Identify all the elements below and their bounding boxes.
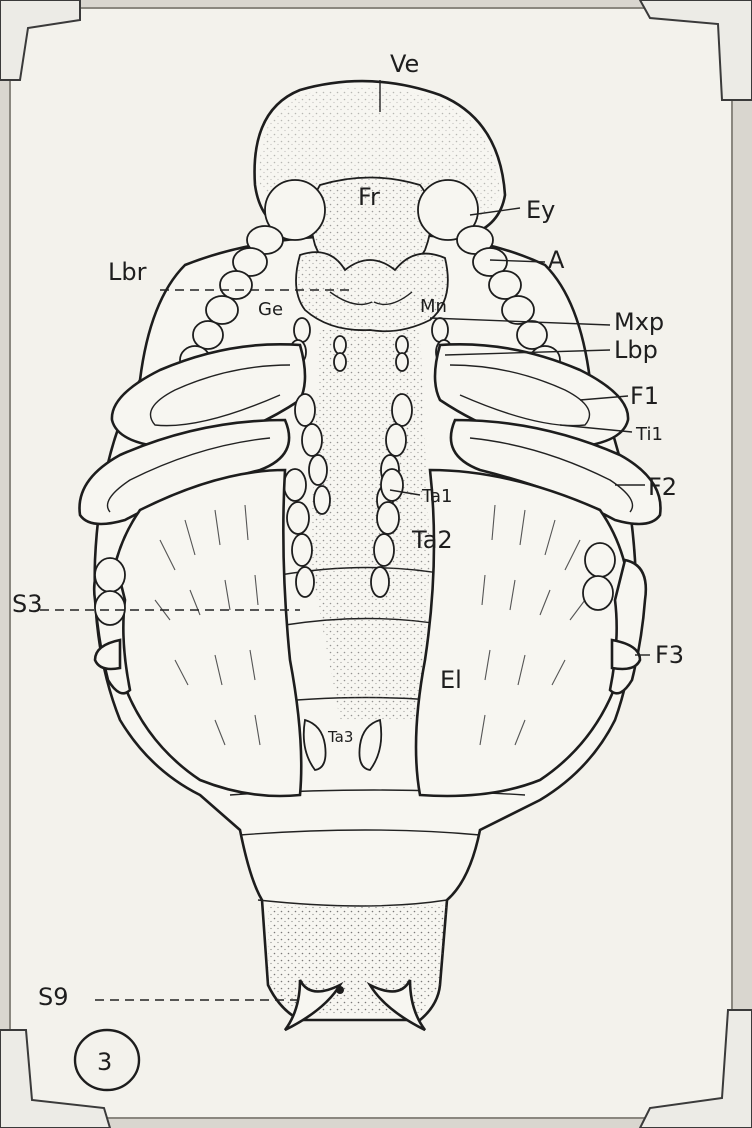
label-mxp: Mxp [614, 308, 664, 336]
label-ge: Ge [258, 299, 283, 320]
label-mn: Mn [420, 296, 447, 317]
label-fr: Fr [358, 183, 380, 211]
labrum-stipple [296, 252, 448, 331]
label-ey: Ey [526, 196, 555, 224]
label-s9: S9 [38, 983, 69, 1011]
label-lbp: Lbp [614, 336, 658, 364]
label-f2: F2 [648, 473, 677, 501]
label-ta2: Ta2 [411, 526, 453, 554]
label-ve: Ve [390, 50, 419, 78]
label-s3: S3 [12, 590, 43, 618]
label-el: El [440, 666, 462, 694]
label-ti1: Ti1 [635, 424, 663, 445]
anal-point [336, 986, 344, 994]
label-f1: F1 [630, 382, 659, 410]
label-lbr: Lbr [108, 258, 147, 286]
label-f3: F3 [655, 641, 684, 669]
terminal-stipple [268, 905, 447, 1015]
figure-number: 3 [97, 1048, 112, 1076]
label-ta3: Ta3 [327, 728, 353, 746]
label-a: A [548, 246, 565, 274]
label-ta1: Ta1 [421, 486, 453, 507]
